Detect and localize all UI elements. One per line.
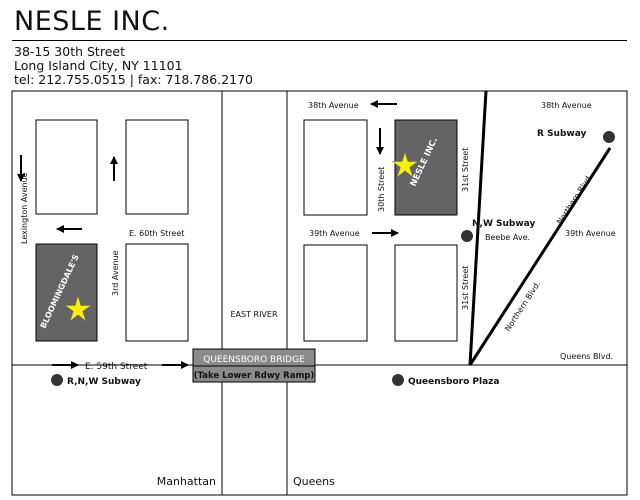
bloomingdales-star-icon xyxy=(64,295,92,322)
block-queens-1 xyxy=(303,119,368,216)
bloomingdales-block[interactable] xyxy=(35,243,98,342)
label-queens: Queens xyxy=(293,475,335,488)
label-beebe-ave: Beebe Ave. xyxy=(485,233,530,242)
address-line-2: Long Island City, NY 11101 xyxy=(14,58,183,73)
queensboro-plaza-icon xyxy=(392,374,404,386)
address-line-3: tel: 212.755.0515 | fax: 718.786.2170 xyxy=(14,72,254,87)
bridge-label-1: QUEENSBORO BRIDGE xyxy=(203,355,305,365)
road-31st-street xyxy=(468,90,488,366)
label-31st-street-bottom: 31st Street xyxy=(461,266,470,310)
rnw-subway-icon xyxy=(51,374,63,386)
block-manhattan-3 xyxy=(125,243,189,342)
label-r-subway: R Subway xyxy=(537,129,587,139)
label-31st-street-top: 31st Street xyxy=(461,148,470,192)
block-queens-3 xyxy=(394,244,458,342)
label-east-river: EAST RIVER xyxy=(230,310,277,319)
company-title: NESLE INC. xyxy=(14,6,170,37)
label-nw-subway: N,W Subway xyxy=(472,219,535,229)
label-e60-street: E. 60th Street xyxy=(129,229,184,238)
label-queensboro-plaza: Queensboro Plaza xyxy=(408,377,499,387)
nw-subway-icon xyxy=(461,230,473,242)
address-line-1: 38-15 30th Street xyxy=(14,44,125,59)
label-manhattan: Manhattan xyxy=(157,475,216,488)
block-manhattan-1 xyxy=(35,119,98,215)
bridge-label-2: (Take Lower Rdwy Ramp) xyxy=(194,371,315,381)
label-38th-ave-right: 38th Avenue xyxy=(541,101,592,110)
label-3rd-ave: 3rd Avenue xyxy=(111,250,120,296)
label-rnw-subway: R,N,W Subway xyxy=(67,377,141,387)
title-rule xyxy=(12,40,627,41)
block-manhattan-2 xyxy=(125,119,189,215)
label-30th-street: 30th Street xyxy=(377,167,386,212)
label-lexington-ave: Lexington Avenue xyxy=(20,172,29,244)
r-subway-icon xyxy=(603,131,615,143)
label-queens-blvd: Queens Blvd. xyxy=(560,352,613,361)
label-38th-ave-left: 38th Avenue xyxy=(308,101,359,110)
road-northern-blvd xyxy=(468,147,612,366)
label-39th-ave-left: 39th Avenue xyxy=(309,229,360,238)
label-39th-ave-right: 39th Avenue xyxy=(565,229,616,238)
map-frame xyxy=(11,90,628,496)
block-queens-2 xyxy=(303,244,368,342)
nesle-star-icon xyxy=(391,151,419,178)
label-e59-street: E. 59th Street xyxy=(85,362,148,372)
label-northern-blvd-top: Northern Blvd. xyxy=(555,172,594,226)
